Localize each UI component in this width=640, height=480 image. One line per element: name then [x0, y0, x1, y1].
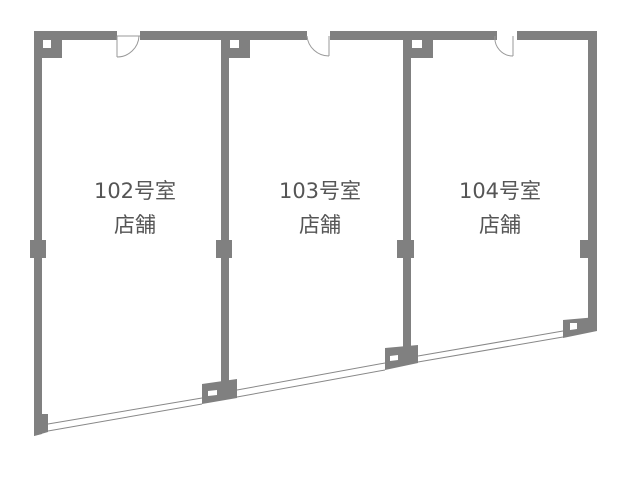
top-wall-1: [34, 31, 117, 40]
window-2a: [236, 362, 386, 391]
room-103-label: 103号室 店舗: [240, 174, 400, 242]
room-number: 102号室: [93, 179, 177, 203]
room-102-label: 102号室 店舗: [55, 174, 215, 242]
room-104-label: 104号室 店舗: [420, 174, 580, 242]
window-2b: [236, 369, 386, 398]
window-3b: [417, 336, 564, 363]
window-1a: [47, 397, 203, 425]
divider-wall-2: [403, 31, 411, 356]
column-mid-divider-2: [397, 240, 414, 258]
column-bottom-left: [34, 414, 48, 436]
column-top-divider-1: [221, 31, 250, 58]
room-number: 104号室: [458, 179, 542, 203]
door-102[interactable]: [116, 35, 140, 58]
window-1b: [47, 403, 203, 432]
column-mid-left: [30, 240, 46, 258]
column-bottom-right: [563, 317, 597, 338]
window-3a: [417, 330, 564, 357]
right-wall: [588, 31, 597, 332]
divider-wall-1: [221, 31, 229, 391]
column-top-divider-2: [403, 31, 433, 58]
column-mid-right: [580, 240, 597, 258]
top-wall-4: [517, 31, 597, 40]
door-103[interactable]: [306, 35, 330, 57]
column-top-left: [34, 31, 62, 58]
room-number: 103号室: [278, 179, 362, 203]
room-use: 店舗: [299, 213, 341, 237]
column-mid-divider-1: [216, 240, 232, 258]
room-use: 店舗: [114, 213, 156, 237]
column-bottom-divider-2: [385, 345, 418, 370]
left-wall: [34, 31, 42, 436]
door-104[interactable]: [494, 35, 514, 57]
room-use: 店舗: [479, 213, 521, 237]
